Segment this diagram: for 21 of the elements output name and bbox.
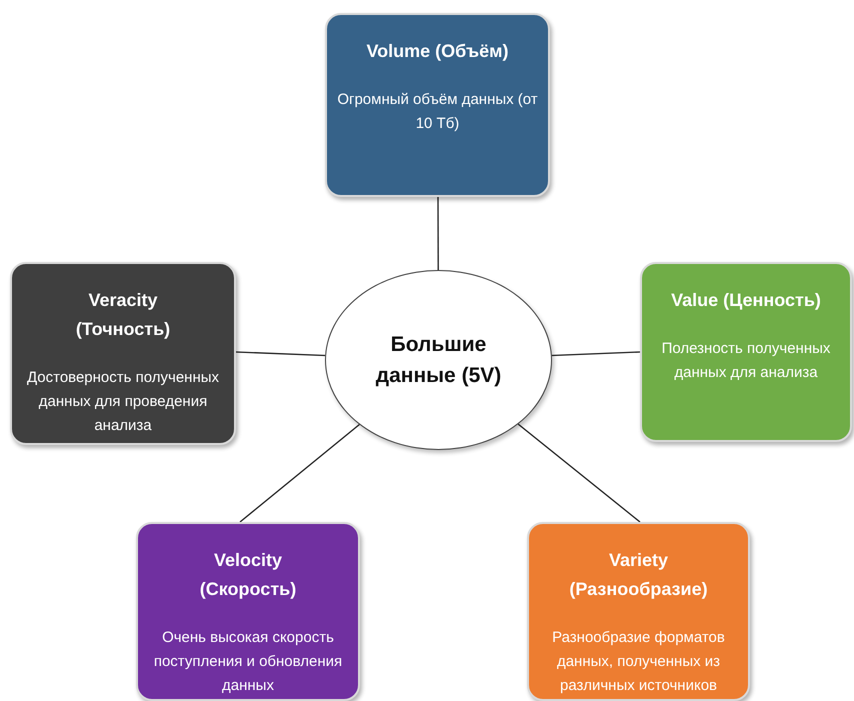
box-heading: Volume (Объём)	[366, 40, 508, 63]
category-box	[10, 262, 236, 445]
connector-line	[518, 424, 640, 522]
box-description: Полезность полученных данных для анализа	[660, 338, 832, 383]
center-title: Большие данные (5V)	[374, 332, 502, 389]
box-description: Разнообразие форматов данных, полученных из различных источников	[551, 628, 726, 696]
box-heading: Variety (Разнообразие)	[568, 549, 709, 601]
category-box	[325, 13, 550, 197]
box-heading: Velocity (Скорость)	[198, 549, 298, 601]
box-description: Достоверность полученных данных для проведения анализа	[26, 368, 220, 436]
box-heading: Veracity (Точность)	[74, 289, 172, 341]
category-box	[136, 522, 360, 701]
box-heading: Value (Ценность)	[671, 289, 821, 312]
box-description: Очень высокая скорость поступления и обновления данных	[152, 628, 344, 696]
category-box	[527, 522, 750, 701]
category-box	[640, 262, 852, 442]
box-description: Огромный объём данных (от 10 Тб)	[337, 90, 538, 134]
connector-line	[437, 197, 439, 270]
connector-line	[552, 351, 640, 356]
connector-line	[236, 351, 326, 356]
connector-line	[240, 424, 360, 522]
